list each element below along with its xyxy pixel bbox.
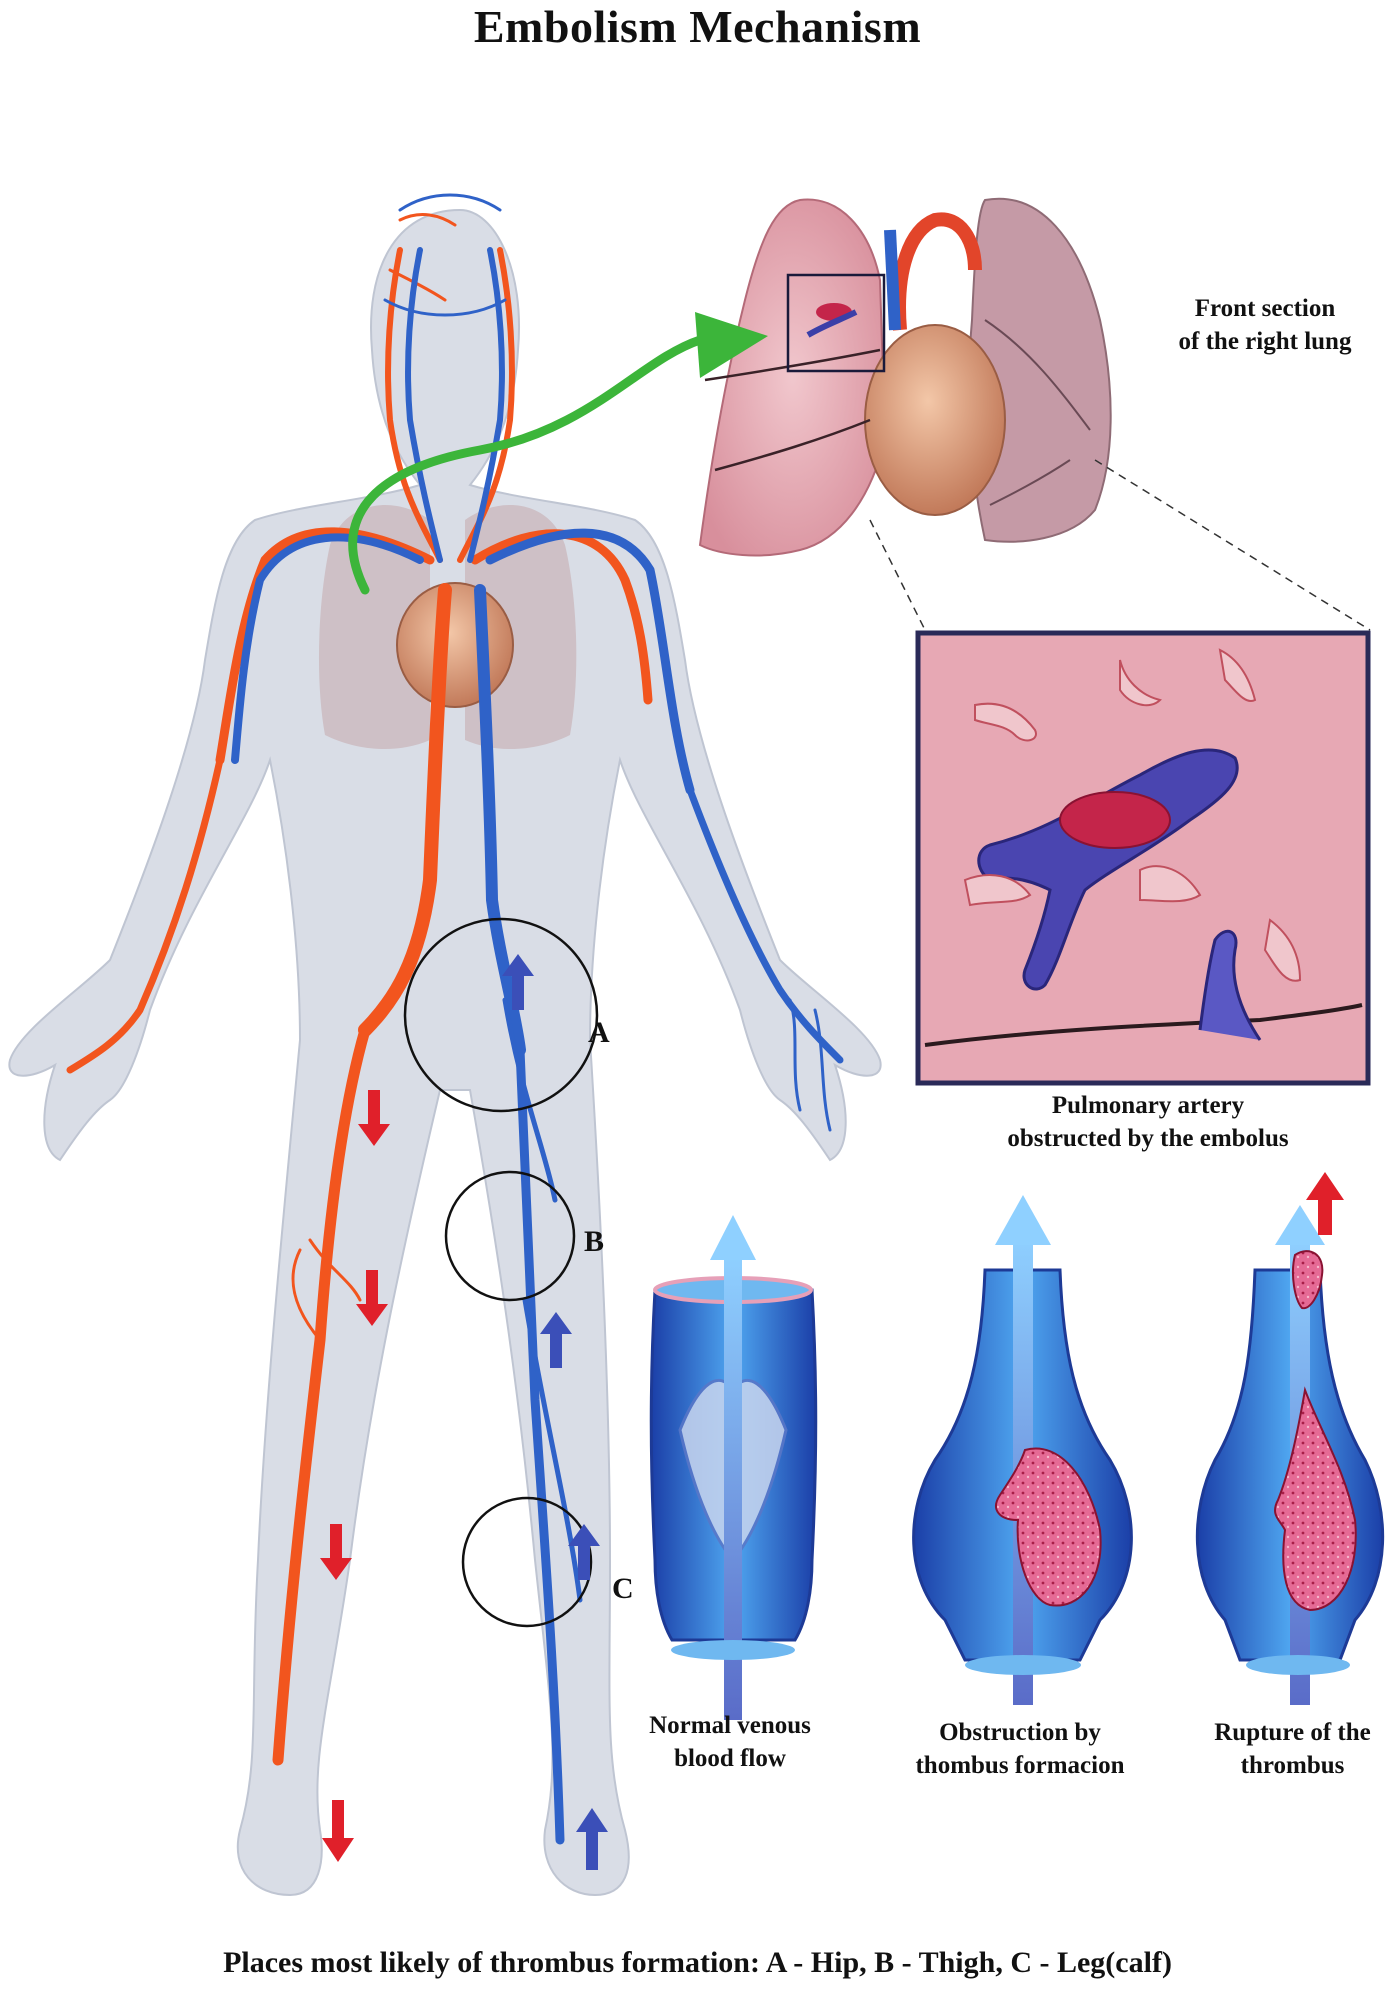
- footer-caption: Places most likely of thrombus formation…: [223, 1946, 1172, 1979]
- arterial-flow-arrows: [320, 1090, 390, 1862]
- venous-flow-arrows: [502, 954, 608, 1870]
- thrombus-icon: [1274, 1386, 1357, 1612]
- lung-section-illustration: [698, 197, 1371, 631]
- human-body-figure: [8, 193, 882, 1897]
- arrow-down-icon: [356, 1270, 388, 1326]
- arrow-up-icon: [1306, 1172, 1344, 1235]
- valve-panel-normal: [649, 1215, 818, 1720]
- arrow-up-icon: [576, 1808, 608, 1870]
- arrow-down-icon: [320, 1524, 352, 1580]
- obstructed-artery: [977, 748, 1239, 991]
- veins: [231, 193, 844, 1845]
- zoom-caption: Pulmonary artery obstructed by the embol…: [948, 1089, 1348, 1155]
- zoom-caption-line1: Pulmonary artery: [1051, 1092, 1245, 1119]
- zoom-caption-line2: obstructed by the embolus: [1007, 1125, 1289, 1152]
- arrow-up-icon: [568, 1524, 600, 1580]
- left-lung: [967, 197, 1112, 543]
- body-heart: [396, 582, 514, 708]
- lung-caption-line1: Front section: [1194, 295, 1336, 322]
- valve-caption-normal-line2: blood flow: [674, 1745, 786, 1772]
- embolus-clot: [1059, 791, 1171, 849]
- site-label-c: C: [612, 1572, 634, 1605]
- detached-embolus-icon: [1292, 1250, 1324, 1310]
- valve-caption-normal-line1: Normal venous: [649, 1712, 811, 1739]
- site-label-a: A: [588, 1016, 610, 1049]
- valve-caption-obstruction: Obstruction by thombus formacion: [880, 1716, 1160, 1782]
- arrow-down-icon: [322, 1800, 354, 1862]
- site-label-b: B: [584, 1225, 605, 1258]
- aorta-top: [892, 212, 982, 331]
- valve-caption-normal: Normal venous blood flow: [610, 1709, 850, 1775]
- pointer-arrowhead-icon: [695, 312, 768, 378]
- flow-arrow-up-icon: [1275, 1205, 1325, 1245]
- lung-caption: Front section of the right lung: [1130, 292, 1395, 358]
- arrow-down-icon: [358, 1090, 390, 1146]
- page-title: Embolism Mechanism: [473, 1, 922, 52]
- thrombus-icon: [995, 1447, 1102, 1607]
- site-circle-c: [461, 1496, 593, 1628]
- lung-heart: [864, 324, 1006, 516]
- flow-arrow-up-icon: [710, 1215, 756, 1260]
- valve-caption-obstruction-line1: Obstruction by: [939, 1719, 1101, 1746]
- valve-caption-obstruction-line2: thombus formacion: [915, 1752, 1125, 1779]
- site-circle-b: [444, 1170, 576, 1302]
- arrow-up-icon: [502, 954, 534, 1010]
- pointer-arrow: [348, 335, 705, 595]
- valve-caption-rupture-line2: thrombus: [1240, 1752, 1345, 1779]
- valve-caption-rupture: Rupture of the thrombus: [1190, 1716, 1395, 1782]
- zoom-region-box: [786, 273, 886, 373]
- valve-panel-rupture: [1195, 1172, 1385, 1705]
- flow-arrow-up-icon: [995, 1195, 1051, 1245]
- valve-caption-rupture-line1: Rupture of the: [1214, 1719, 1371, 1746]
- body-lungs: [318, 505, 577, 750]
- arrow-up-icon: [540, 1312, 572, 1368]
- valve-panel-obstruction: [912, 1195, 1133, 1705]
- site-circle-a: [403, 917, 599, 1113]
- zoom-panel: [915, 630, 1371, 1086]
- lung-caption-line2: of the right lung: [1178, 328, 1352, 355]
